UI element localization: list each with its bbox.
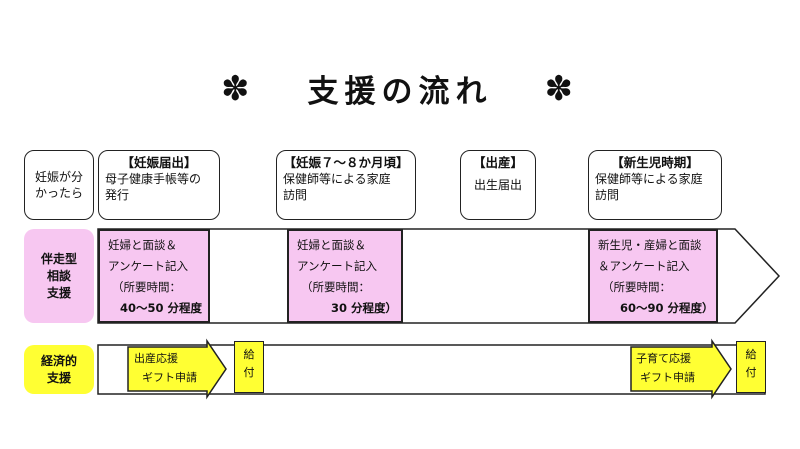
- title-text: 支援の流れ: [307, 74, 493, 110]
- payment-line: 付: [745, 366, 757, 379]
- stage-newborn: 【新生児時期】 保健師等による家庭 訪問: [588, 150, 722, 220]
- interview-duration: 40～50 分程度: [120, 301, 203, 315]
- payment-line: 給: [243, 348, 255, 361]
- payment-box-2: 給 付: [736, 341, 766, 393]
- interview-duration: 30 分程度）: [331, 301, 398, 315]
- stage-months-7-8-heading: 【妊娠７～８か月頃】: [283, 155, 409, 170]
- interview-duration: 60～90 分程度）: [620, 301, 714, 315]
- interview-line: 妊婦と面談＆: [297, 238, 366, 252]
- companion-support-label-line: 支援: [46, 285, 71, 300]
- companion-support-label-line: 伴走型: [40, 251, 77, 266]
- payment-line: 付: [243, 366, 255, 379]
- stage-months-7-8-line: 保健師等による家庭: [283, 172, 391, 186]
- gift-application-1: 出産応援 ギフト申請: [134, 349, 214, 387]
- interview-box-3: 新生児・産婦と面談 ＆アンケート記入 （所要時間： 60～90 分程度）: [588, 229, 718, 323]
- stage-newborn-heading: 【新生児時期】: [611, 155, 699, 170]
- payment-line: 給: [745, 348, 757, 361]
- stage-newborn-line: 訪問: [595, 188, 620, 202]
- stage-birth-heading: 【出産】: [472, 155, 523, 170]
- asterisk-icon: ✽: [221, 68, 256, 109]
- interview-line: ＆アンケート記入: [598, 259, 690, 273]
- gift-application-line: ギフト申請: [640, 371, 695, 384]
- interview-line: 新生児・産婦と面談: [598, 238, 702, 252]
- companion-support-label-line: 相談: [46, 268, 71, 283]
- interview-line: 妊婦と面談＆: [108, 238, 177, 252]
- interview-line: アンケート記入: [108, 259, 189, 273]
- stage-pregnancy-notice: 【妊娠届出】 母子健康手帳等の 発行: [98, 150, 220, 220]
- interview-box-2: 妊婦と面談＆ アンケート記入 （所要時間： 30 分程度）: [287, 229, 403, 323]
- stage-newborn-line: 保健師等による家庭: [595, 172, 703, 186]
- economic-support-label-line: 支援: [46, 370, 71, 385]
- companion-support-label: 伴走型 相談 支援: [24, 229, 94, 323]
- interview-line: （所要時間：: [112, 280, 181, 294]
- interview-line: （所要時間：: [301, 280, 370, 294]
- asterisk-icon: ✽: [544, 68, 579, 109]
- interview-line: アンケート記入: [297, 259, 378, 273]
- stage-months-7-8-line: 訪問: [283, 188, 308, 202]
- stage-start: 妊娠が分 かったら: [24, 150, 94, 220]
- payment-box-1: 給 付: [234, 341, 264, 393]
- stage-start-line: かったら: [34, 186, 83, 200]
- stage-birth-line: 出生届出: [473, 178, 522, 192]
- stage-birth: 【出産】 出生届出: [460, 150, 536, 220]
- gift-arrow-2: [630, 338, 732, 400]
- stage-pregnancy-notice-line: 発行: [105, 188, 130, 202]
- page-title: ✽ 支援の流れ ✽: [0, 66, 800, 111]
- gift-application-line: 子育て応援: [636, 352, 691, 365]
- gift-application-line: ギフト申請: [142, 371, 197, 384]
- economic-support-label-line: 経済的: [40, 353, 77, 368]
- stage-pregnancy-notice-heading: 【妊娠届出】: [121, 155, 197, 170]
- interview-line: （所要時間：: [602, 280, 671, 294]
- gift-application-line: 出産応援: [134, 352, 178, 365]
- gift-application-2: 子育て応援 ギフト申請: [636, 349, 716, 387]
- interview-box-1: 妊婦と面談＆ アンケート記入 （所要時間： 40～50 分程度: [98, 229, 210, 323]
- stage-pregnancy-notice-line: 母子健康手帳等の: [105, 172, 202, 186]
- stage-start-line: 妊娠が分: [34, 170, 83, 184]
- stage-months-7-8: 【妊娠７～８か月頃】 保健師等による家庭 訪問: [276, 150, 416, 220]
- gift-arrow-1: [127, 338, 227, 400]
- economic-support-label: 経済的 支援: [24, 345, 94, 394]
